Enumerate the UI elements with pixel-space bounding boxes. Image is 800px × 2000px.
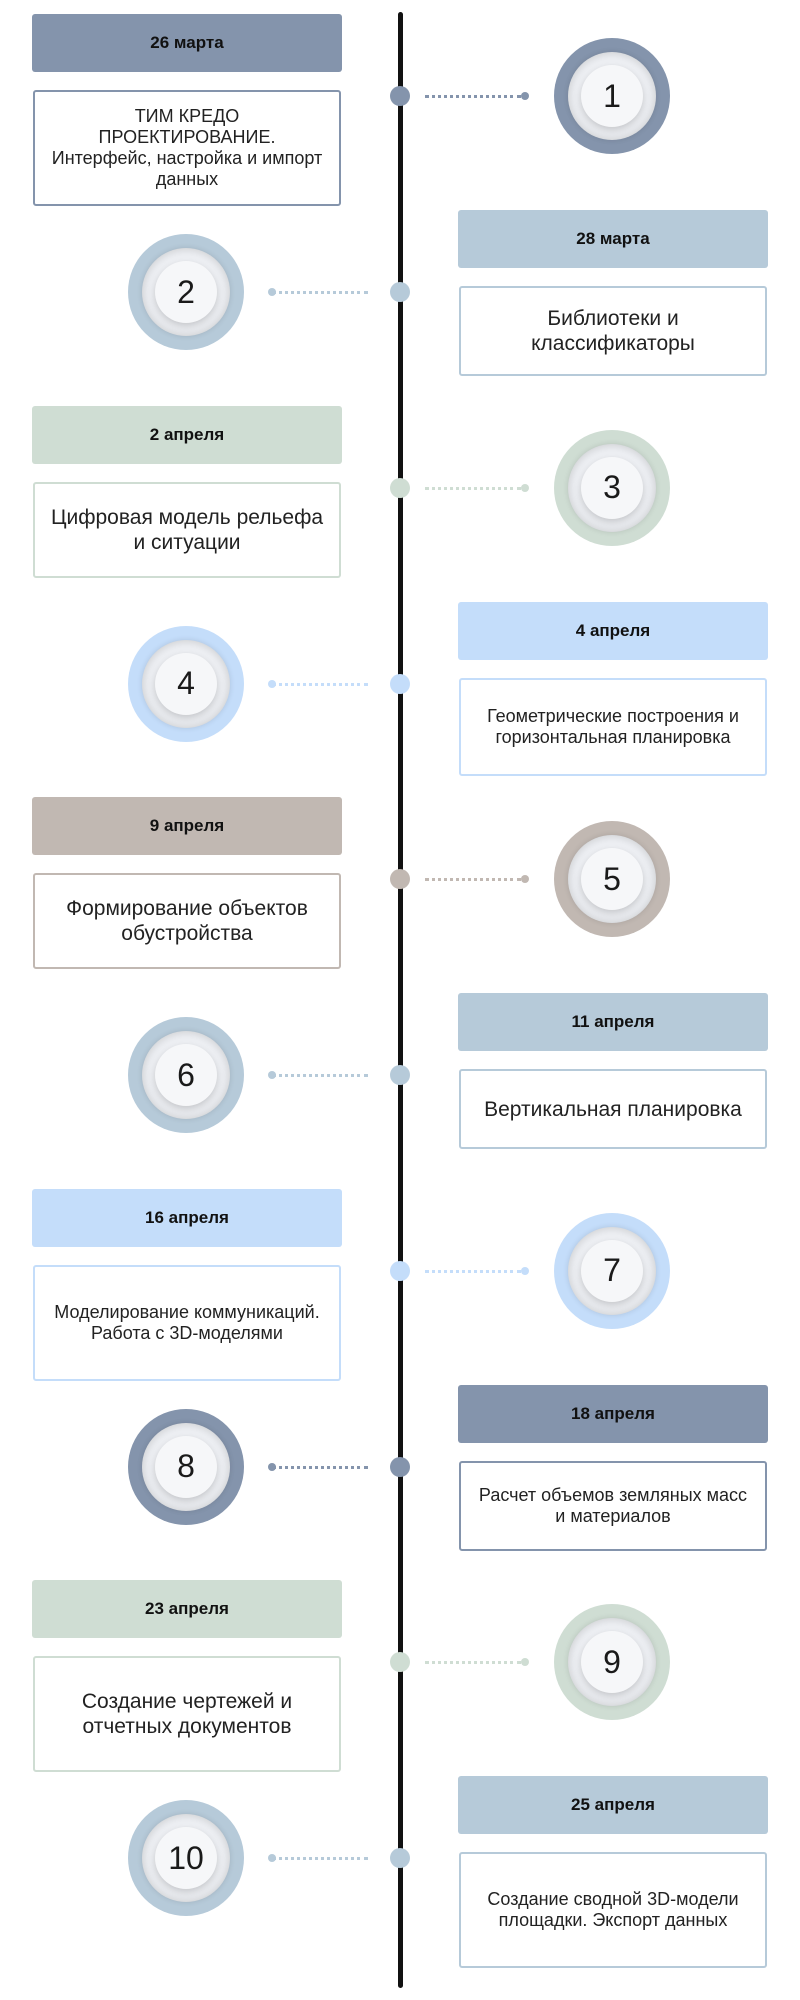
timeline-dot <box>390 673 410 694</box>
badge-inner-ring: 7 <box>568 1226 656 1315</box>
step-number: 3 <box>581 456 643 519</box>
step-card: Цифровая модель рельефа и ситуации <box>33 481 341 578</box>
badge-inner-ring: 5 <box>568 835 656 923</box>
connector-line <box>425 486 521 490</box>
timeline-dot <box>390 1652 410 1672</box>
step-title: Цифровая модель рельефа и ситуации <box>50 505 324 554</box>
timeline-dot <box>390 1848 410 1868</box>
step-card: Вертикальная планировка <box>459 1069 767 1149</box>
connector-end-dot <box>268 1854 276 1862</box>
step-number-badge: 5 <box>554 821 670 937</box>
step-number: 4 <box>155 652 217 715</box>
connector-end-dot <box>521 1658 529 1666</box>
step-number: 10 <box>155 1827 217 1889</box>
step-title: Геометрические построения и горизонтальн… <box>487 705 739 747</box>
date-header: 11 апреля <box>458 993 768 1051</box>
step-number: 9 <box>581 1631 643 1693</box>
timeline-dot <box>390 1065 410 1085</box>
step-number-badge: 7 <box>554 1212 670 1329</box>
step-number-badge: 6 <box>128 1017 244 1133</box>
badge-inner-ring: 8 <box>142 1422 230 1511</box>
step-number-badge: 1 <box>554 38 670 154</box>
connector-end-dot <box>521 875 529 883</box>
timeline-dot <box>390 1260 410 1281</box>
date-header: 25 апреля <box>458 1776 768 1834</box>
step-number-badge: 8 <box>128 1408 244 1525</box>
date-header: 9 апреля <box>32 797 342 855</box>
step-card: Геометрические построения и горизонтальн… <box>459 677 767 776</box>
date-header: 2 апреля <box>32 405 342 464</box>
timeline-dot <box>390 86 410 106</box>
connector-end-dot <box>521 92 529 100</box>
timeline-dot <box>390 282 410 302</box>
step-card: ТИМ КРЕДО ПРОЕКТИРОВАНИЕ. Интерфейс, нас… <box>33 90 341 206</box>
connector-end-dot <box>521 483 529 492</box>
step-title: Формирование объектов обустройства <box>66 897 308 945</box>
connector-line <box>425 1661 521 1664</box>
step-card: Библиотеки и классификаторы <box>459 286 767 376</box>
timeline-spine <box>398 12 403 1988</box>
timeline-dot <box>390 1456 410 1477</box>
step-title: Создание чертежей и отчетных документов <box>81 1690 293 1738</box>
step-number-badge: 2 <box>128 234 244 350</box>
date-header: 4 апреля <box>458 601 768 660</box>
step-number-badge: 10 <box>128 1800 244 1916</box>
step-card: Формирование объектов обустройства <box>33 873 341 969</box>
step-title: Библиотеки и классификаторы <box>531 307 695 355</box>
connector-end-dot <box>268 1462 276 1471</box>
connector-line <box>425 95 521 98</box>
step-card: Создание сводной 3D-модели площадки. Экс… <box>459 1852 767 1968</box>
timeline-dot <box>390 869 410 889</box>
step-number: 1 <box>581 65 643 127</box>
step-number: 6 <box>155 1044 217 1106</box>
badge-inner-ring: 6 <box>142 1031 230 1119</box>
step-number: 5 <box>581 848 643 910</box>
step-card: Моделирование коммуникаций. Работа с 3D-… <box>33 1264 341 1381</box>
connector-line <box>272 291 368 294</box>
timeline-dot <box>390 477 410 498</box>
badge-inner-ring: 1 <box>568 52 656 140</box>
connector-end-dot <box>268 1071 276 1079</box>
step-number-badge: 4 <box>128 625 244 742</box>
step-title: ТИМ КРЕДО ПРОЕКТИРОВАНИЕ. Интерфейс, нас… <box>51 106 323 189</box>
date-header: 28 марта <box>458 210 768 268</box>
step-number: 2 <box>155 261 217 323</box>
step-number: 7 <box>581 1239 643 1302</box>
step-title: Расчет объемов земляных масс и материало… <box>478 1484 748 1526</box>
connector-line <box>272 1465 368 1469</box>
connector-end-dot <box>268 288 276 296</box>
step-title: Создание сводной 3D-модели площадки. Экс… <box>487 1889 739 1930</box>
connector-line <box>425 878 521 881</box>
badge-inner-ring: 10 <box>142 1814 230 1902</box>
badge-inner-ring: 3 <box>568 443 656 532</box>
step-card: Расчет объемов земляных масс и материало… <box>459 1460 767 1551</box>
connector-end-dot <box>268 679 276 688</box>
badge-inner-ring: 2 <box>142 248 230 336</box>
connector-line <box>425 1269 521 1273</box>
step-title: Моделирование коммуникаций. Работа с 3D-… <box>54 1301 320 1343</box>
step-number-badge: 9 <box>554 1604 670 1720</box>
connector-line <box>272 1074 368 1077</box>
date-header: 16 апреля <box>32 1188 342 1247</box>
date-header: 26 марта <box>32 14 342 72</box>
step-number-badge: 3 <box>554 429 670 546</box>
connector-line <box>272 682 368 686</box>
step-title: Вертикальная планировка <box>484 1097 742 1121</box>
connector-line <box>272 1857 368 1860</box>
badge-inner-ring: 4 <box>142 639 230 728</box>
badge-inner-ring: 9 <box>568 1618 656 1706</box>
connector-end-dot <box>521 1266 529 1275</box>
step-number: 8 <box>155 1435 217 1498</box>
step-card: Создание чертежей и отчетных документов <box>33 1656 341 1772</box>
date-header: 18 апреля <box>458 1384 768 1443</box>
date-header: 23 апреля <box>32 1580 342 1638</box>
